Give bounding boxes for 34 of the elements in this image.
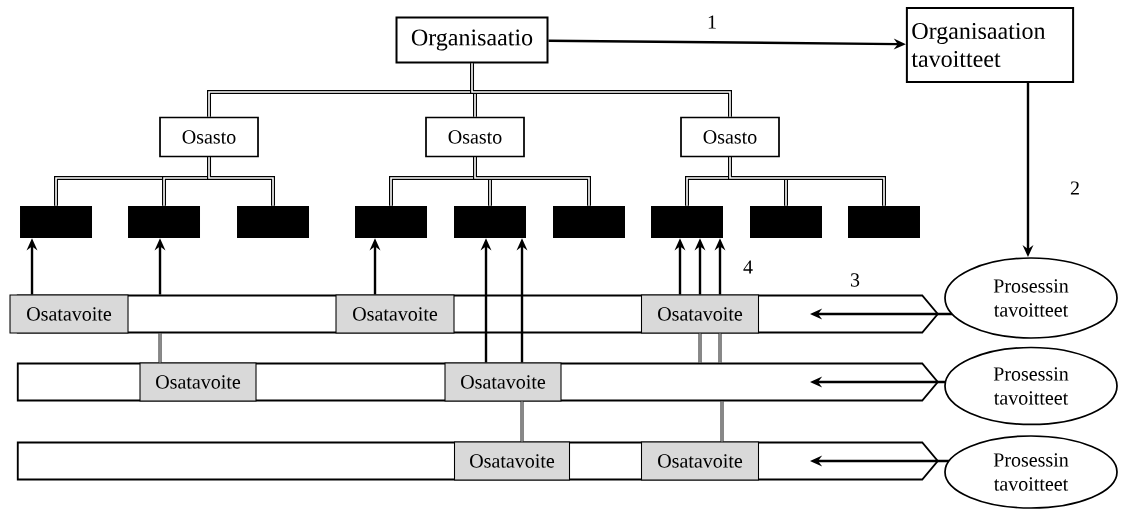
subgoal-box: Osatavoite [640,441,760,481]
unit-box [128,206,200,238]
unit-box [553,206,625,238]
connector-line [698,333,702,364]
connector-line [728,156,886,207]
unit-box [355,206,427,238]
unit-box [651,206,723,238]
department-box: Osasto [425,116,525,158]
unit-box [750,206,822,238]
step-number: 4 [743,260,753,274]
subgoal-box: Osatavoite [335,294,455,334]
edge-label: 3 [848,271,862,289]
department-box: Osasto [680,116,780,158]
subgoal-box: Osatavoite [444,362,562,402]
subgoal-box: Osatavoite [453,441,571,481]
organization-box: Organisaatio [395,16,549,64]
unit-box [848,206,920,238]
connector-line [720,400,724,442]
connector-line [158,332,162,363]
connector-line [520,401,524,442]
unit-box [237,206,309,238]
connector-line [207,156,275,207]
connector-line [470,62,732,118]
goal-box: Organisaation tavoitteet [905,7,1075,83]
unit-box [20,206,92,238]
subgoal-box: Osatavoite [139,362,257,402]
department-box: Osasto [159,116,259,158]
edge-label: 2 [1068,180,1082,196]
subgoal-box: Osatavoite [640,294,760,334]
connector-line [718,333,722,364]
edge-label: 1 [705,14,719,30]
subgoal-box: Osatavoite [9,294,129,334]
connector-line [473,156,591,207]
unit-box [454,206,526,238]
